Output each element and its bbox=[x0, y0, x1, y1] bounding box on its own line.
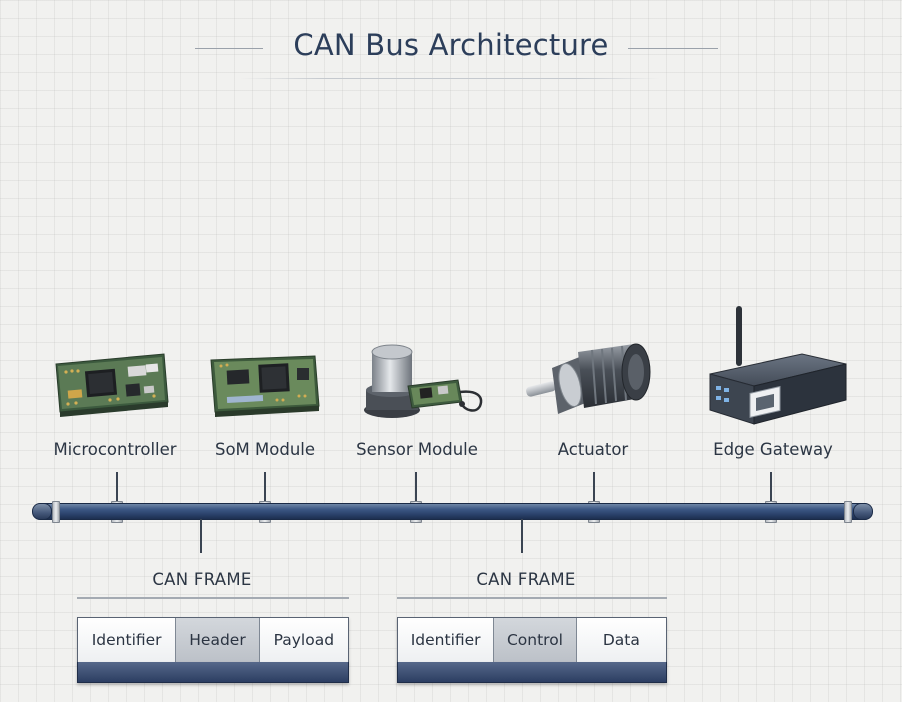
bus-drop-edge-gateway bbox=[770, 472, 772, 506]
can-frame-2: Identifier Control Data bbox=[397, 617, 667, 663]
can-frame-1: Identifier Header Payload bbox=[77, 617, 349, 663]
device-label-som-module: SoM Module bbox=[214, 440, 316, 459]
bus-terminator-right bbox=[844, 501, 852, 523]
device-label-actuator: Actuator bbox=[557, 440, 629, 459]
frame-field-data: Data bbox=[576, 618, 666, 662]
frame-field-header: Header bbox=[176, 618, 260, 662]
frame-field-control: Control bbox=[494, 618, 577, 662]
bus-drop-sensor-module bbox=[415, 472, 417, 506]
bus-drop-actuator bbox=[593, 472, 595, 506]
router-gateway-icon bbox=[709, 306, 847, 425]
frame-field-identifier: Identifier bbox=[78, 618, 177, 662]
som-module-board-icon bbox=[210, 355, 320, 417]
frame-link-right bbox=[521, 519, 523, 553]
can-frame-title-2: CAN FRAME bbox=[476, 570, 576, 589]
can-frame-rule-1 bbox=[77, 597, 349, 599]
device-label-sensor-module: Sensor Module bbox=[356, 440, 478, 459]
title-rule-right bbox=[628, 48, 718, 49]
bus-end-right bbox=[853, 503, 873, 520]
motor-actuator-icon bbox=[526, 343, 651, 414]
title-rule-left bbox=[195, 48, 263, 49]
device-label-edge-gateway: Edge Gateway bbox=[713, 440, 833, 459]
can-frame-base-2 bbox=[397, 662, 667, 683]
can-frame-rule-2 bbox=[397, 597, 667, 599]
can-frame-title-1: CAN FRAME bbox=[152, 570, 252, 589]
diagram-title: CAN Bus Architecture bbox=[293, 28, 609, 62]
bus-end-left bbox=[32, 503, 52, 520]
sensor-module-icon bbox=[364, 344, 483, 418]
can-bus-line bbox=[34, 503, 872, 520]
bus-drop-som-module bbox=[264, 472, 266, 506]
title-underline bbox=[240, 78, 660, 79]
frame-field-payload: Payload bbox=[259, 618, 349, 662]
bus-terminator-left bbox=[52, 501, 60, 523]
frame-field-identifier: Identifier bbox=[398, 618, 495, 662]
device-label-microcontroller: Microcontroller bbox=[53, 440, 177, 459]
can-frame-base-1 bbox=[77, 662, 349, 683]
frame-link-left bbox=[200, 519, 202, 553]
bus-drop-microcontroller bbox=[116, 472, 118, 506]
microcontroller-board-icon bbox=[55, 353, 169, 417]
